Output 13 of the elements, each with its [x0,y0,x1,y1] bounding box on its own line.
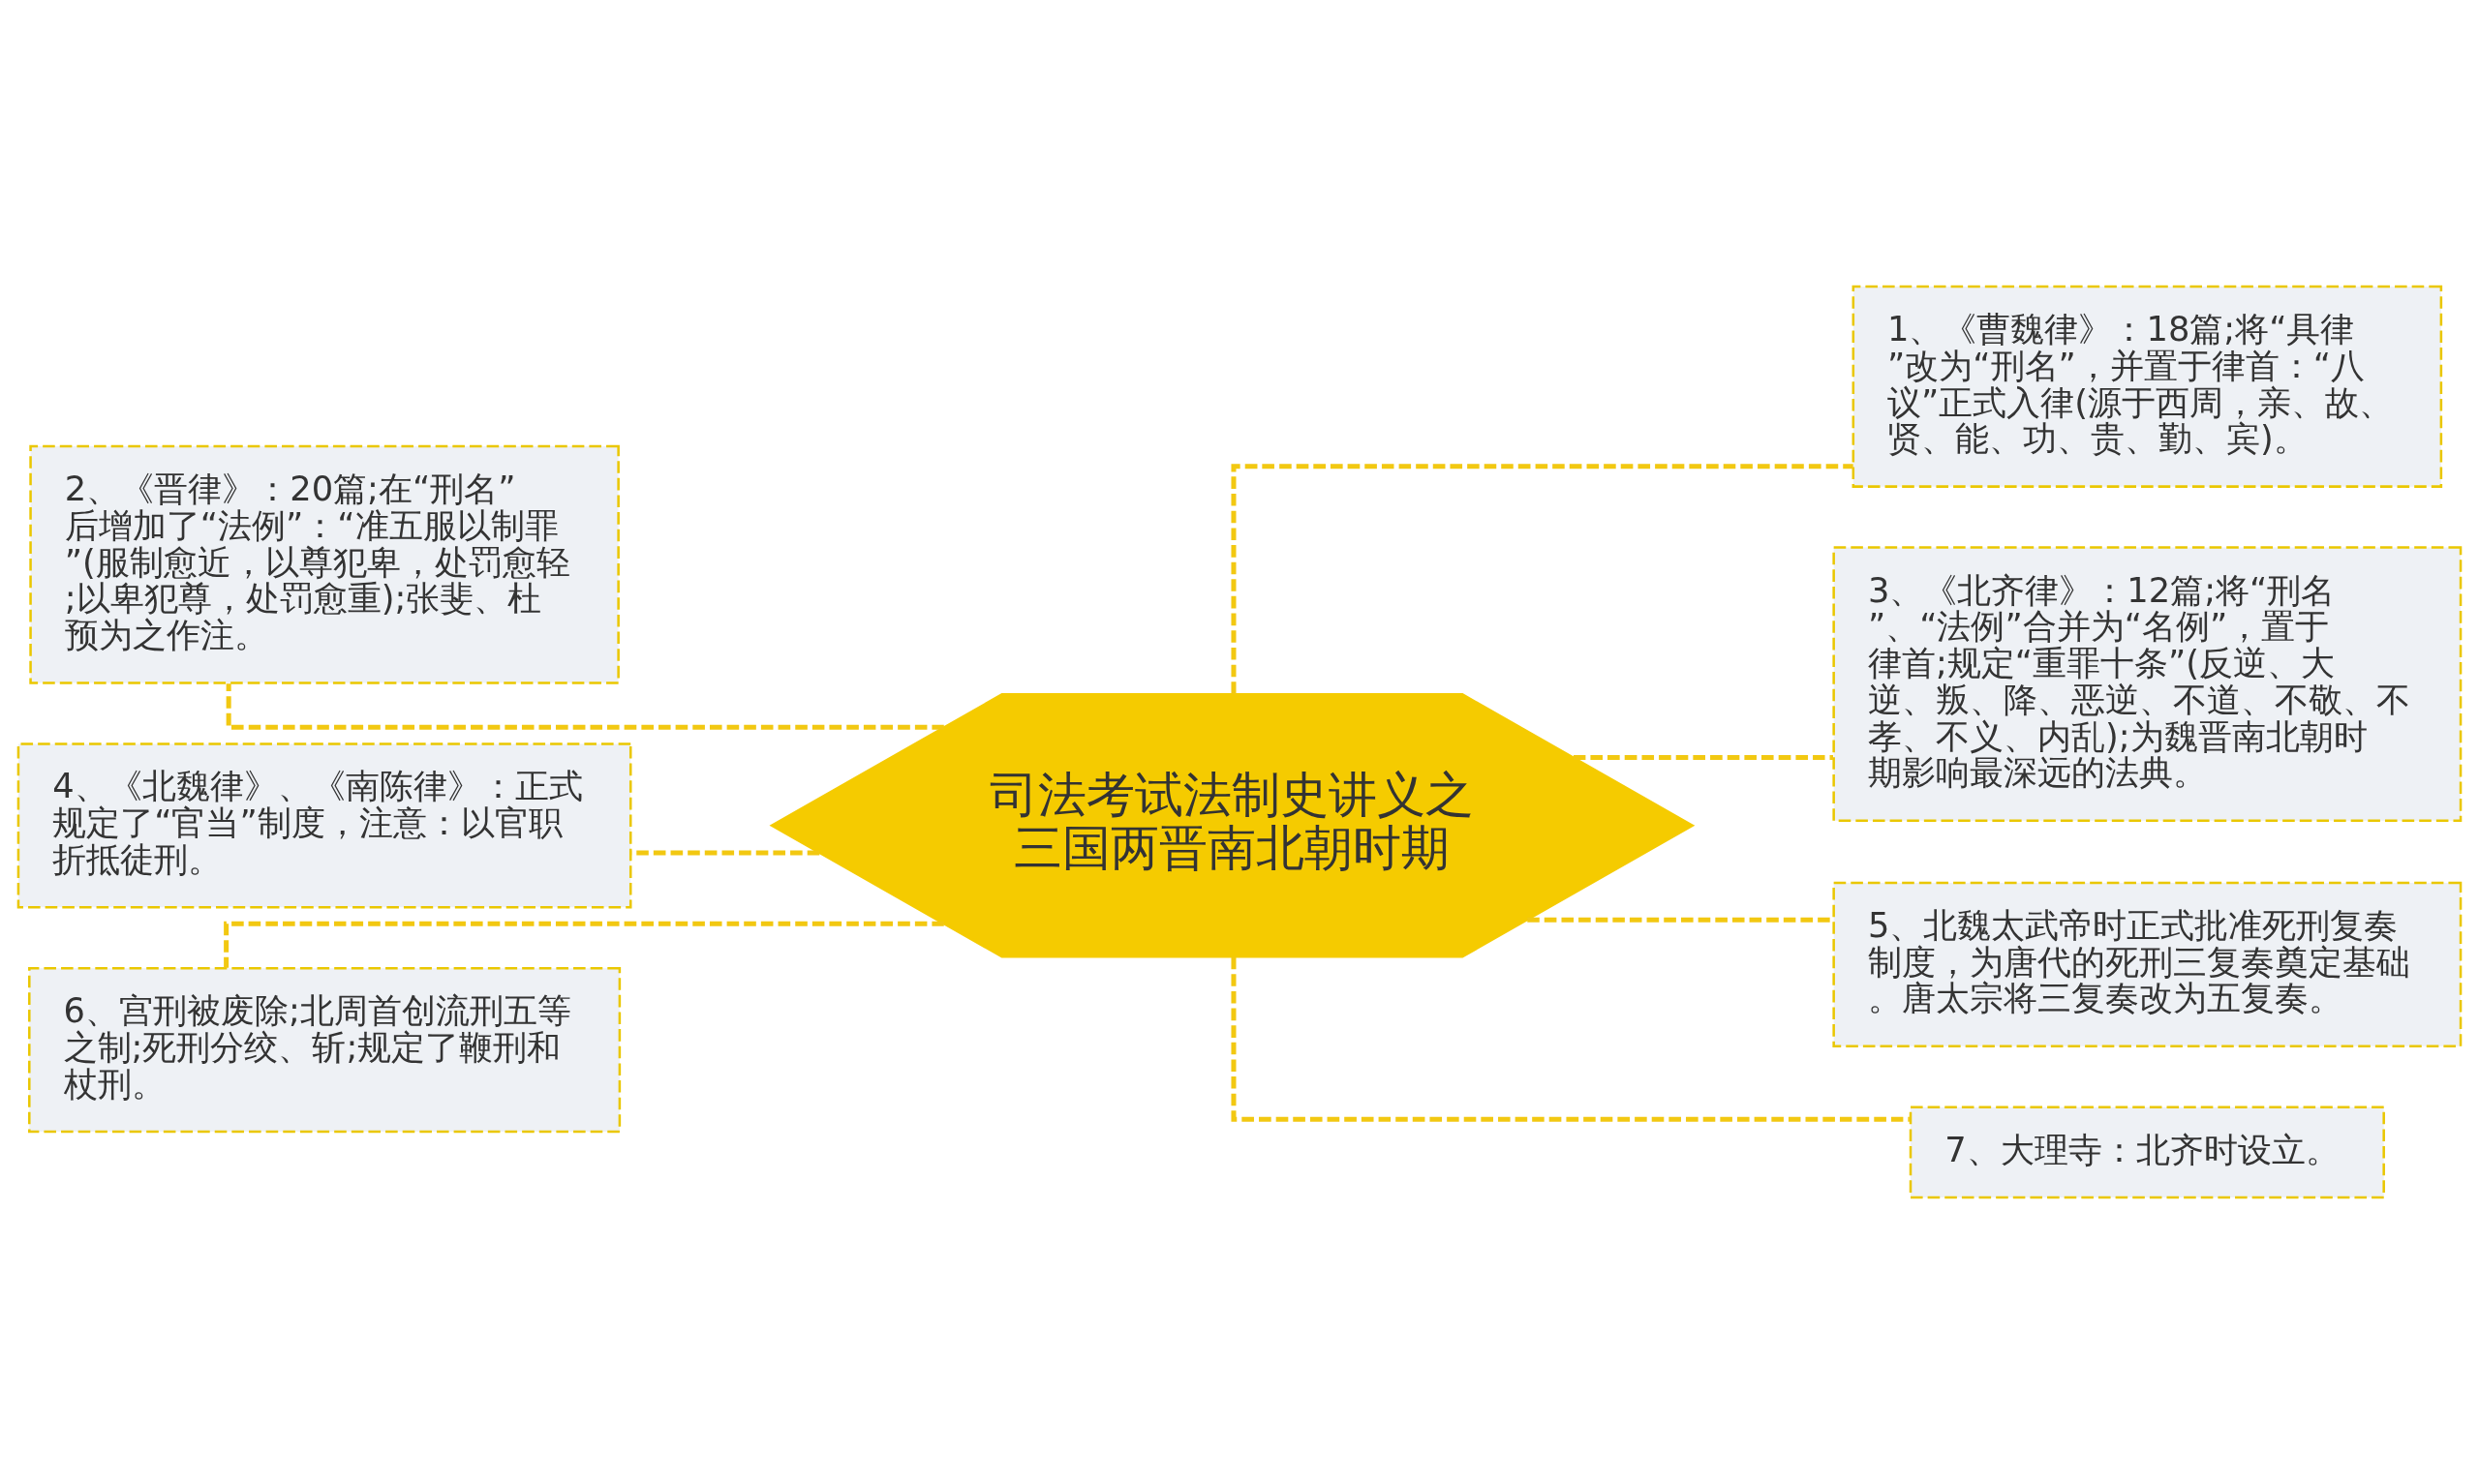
connector [224,921,944,968]
node-box: 4、《北魏律》、《南陈律》：正式规定了“官当”制度，注意：以官职折抵徒刑。 [16,742,632,909]
node-box: 2、《晋律》：20篇;在“刑名”后增加了“法例”：“准五服以制罪”(服制愈近，以尊犯卑，处罚愈轻;以卑犯尊，处罚愈重);张斐、杜预为之作注。 [29,444,620,684]
connector [1527,917,1833,923]
node-box: 5、北魏太武帝时正式批准死刑复奏制度，为唐代的死刑三复奏奠定基础。唐太宗将三复奏改为五复奏。 [1832,881,2463,1047]
connector [1231,956,1910,1122]
connector [1573,754,1833,760]
node-box: 3、《北齐律》：12篇;将“刑名”、“法例”合并为“名例”，置于律首;规定“重罪十条”(反逆、大逆、叛、降、恶逆、不道、不敬、不孝、不义、内乱);为魏晋南北朝时期影响最深远的法典。 [1832,546,2463,822]
node-box: 1、《曹魏律》：18篇;将“具律”改为“刑名”，并置于律首：“八议”正式入律(源于西周，亲、故、贤、能、功、贵、勤、宾)。 [1852,285,2443,488]
connector [226,683,944,730]
node-box: 6、宫刑被废除;北周首创流刑五等之制;死刑分绞、斩;规定了鞭刑和杖刑。 [28,966,622,1134]
node-box: 7、大理寺：北齐时设立。 [1909,1105,2385,1199]
connector [1231,464,1853,694]
